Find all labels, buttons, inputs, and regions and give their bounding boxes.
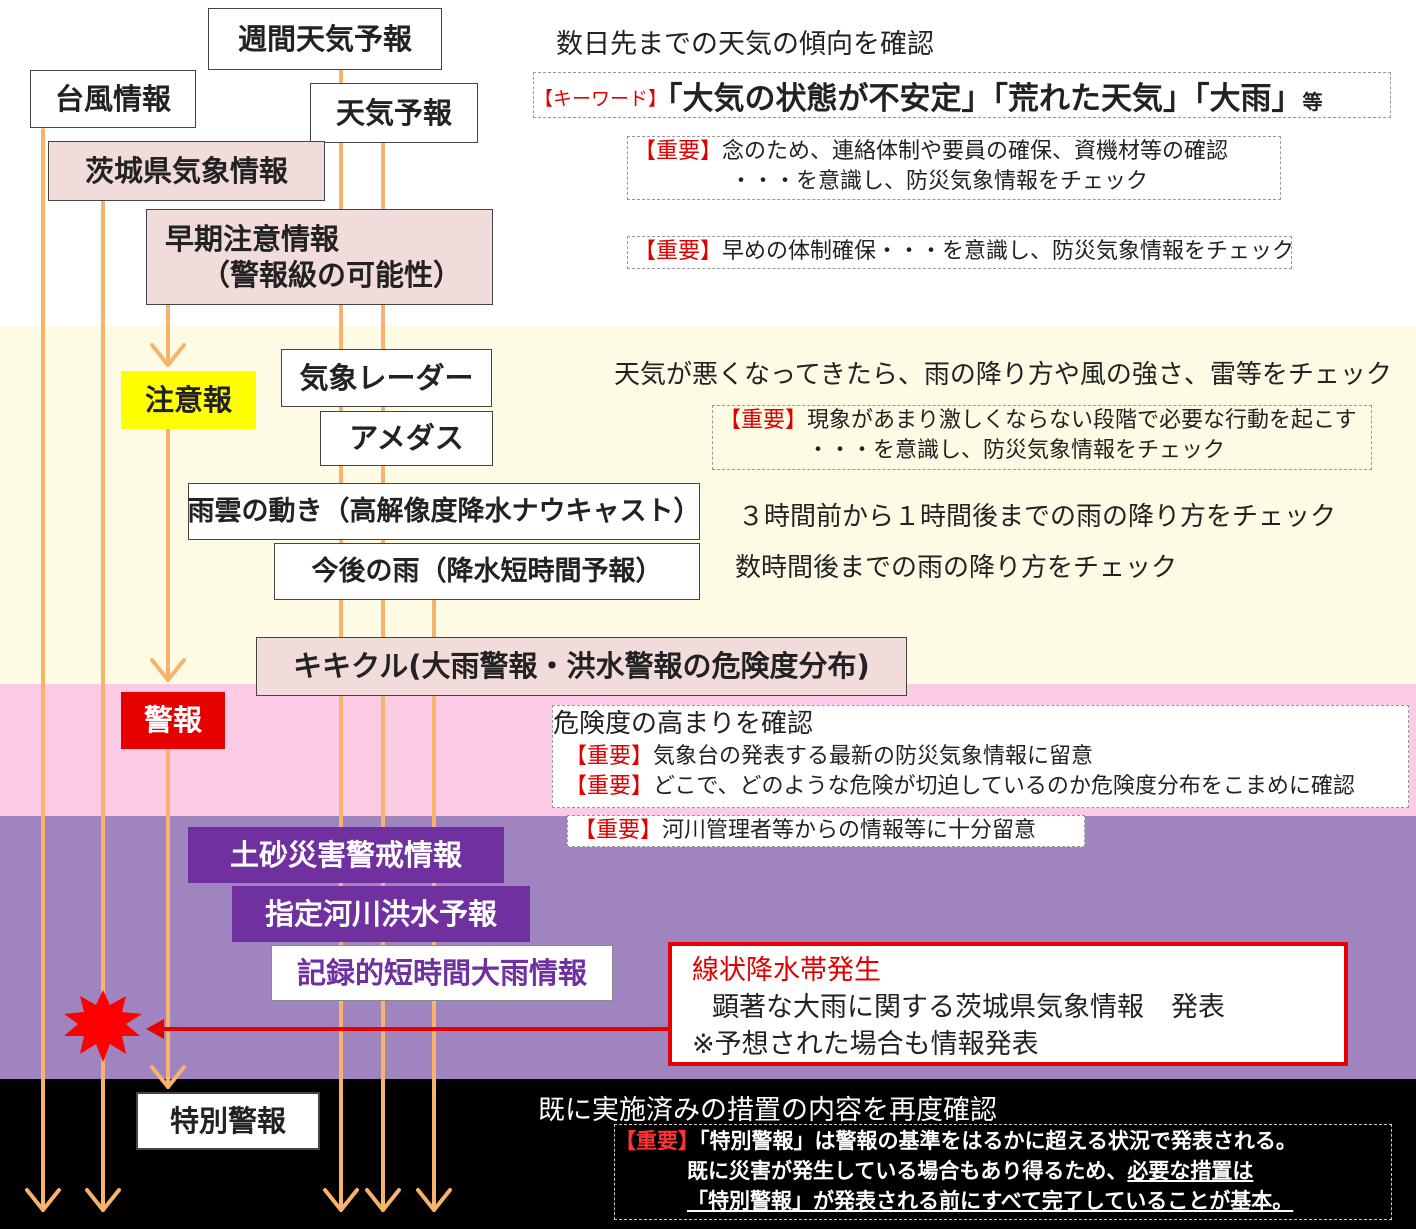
arrow-head-2 [85,1188,121,1212]
prefecture-weather-info-box: 茨城県気象情報 [48,141,325,201]
danger-check-panel: 危険度の高まりを確認 【重要】気象台の発表する最新の防災気象情報に留意 【重要】… [552,705,1409,808]
advisory-level-label: 注意報 [121,371,256,429]
short-range-forecast-box: 今後の雨（降水短時間予報） [274,543,700,600]
important-tag: 【重要】 [634,239,723,264]
weather-forecast-box: 天気予報 [310,83,478,143]
warning-level-label: 警報 [121,692,225,749]
special-note-line1: 「特別警報」は警報の基準をはるかに超える状況で発表される。 [699,1129,1297,1153]
arrow-head-3 [323,1188,359,1212]
weekly-forecast-description: 数日先までの天気の傾向を確認 [556,29,934,60]
important-note-3-line2: ・・・を意識し、防災気象情報をチェック [807,438,1226,463]
emergency-warning-level-label: 特別警報 [136,1092,320,1150]
important-tag: 【重要】 [565,744,654,769]
keyword-tag: 【キーワード】 [534,88,668,110]
special-note-line2a: 既に災害が発生している場合もあり得るため、 [687,1159,1128,1183]
important-note-1: 【重要】念のため、連絡体制や要員の確保、資機材等の確認 ・・・を意識し、防災気象… [627,136,1281,200]
early-warning-title: 早期注意情報 [165,221,340,256]
important-note-2: 【重要】早めの体制確保・・・を意識し、防災気象情報をチェック [627,236,1295,269]
linear-rainband-note: ※予想された場合も情報発表 [692,1029,1039,1060]
linear-band-arrow-head [146,1019,164,1039]
important-note-6-text: 河川管理者等からの情報等に十分留意 [662,818,1037,843]
important-note-4-text: 気象台の発表する最新の防災気象情報に留意 [653,744,1094,769]
important-tag: 【重要】 [574,818,663,843]
important-note-3: 【重要】現象があまり激しくならない段階で必要な行動を起こす ・・・を意識し、防災… [712,405,1372,470]
arrow-head-4 [365,1188,401,1212]
arrow-warning-head [150,658,186,682]
linear-rainband-box: 線状降水帯発生 顕著な大雨に関する茨城県気象情報 発表 ※予想された場合も情報発… [668,942,1348,1066]
typhoon-info-box: 台風情報 [30,70,196,128]
keyword-banner: 【キーワード】「大気の状態が不安定」「荒れた天気」「大雨」等 [533,72,1391,118]
disaster-burst-icon [64,990,142,1062]
nowcast-box: 雨雲の動き（高解像度降水ナウキャスト） [188,483,701,540]
early-warning-info-box: 早期注意情報 （警報級の可能性） [146,209,493,305]
arrow-advisory-head [150,343,186,367]
special-warning-note: 【重要】「特別警報」は警報の基準をはるかに超える状況で発表される。 既に災害が発… [614,1124,1392,1220]
short-range-description: 数時間後までの雨の降り方をチェック [735,553,1178,583]
important-note-5-text: どこで、どのような危険が切迫しているのか危険度分布をこまめに確認 [653,774,1355,799]
important-note-1-line2: ・・・を意識し、防災気象情報をチェック [730,169,1149,194]
linear-rainband-title: 線状降水帯発生 [692,955,881,986]
record-rain-info-box: 記録的短時間大雨情報 [271,945,613,1001]
important-note-2-text: 早めの体制確保・・・を意識し、防災気象情報をチェック [722,239,1295,264]
danger-check-title: 危険度の高まりを確認 [553,709,814,739]
important-tag: 【重要】 [565,774,654,799]
river-flood-forecast-box: 指定河川洪水予報 [232,886,530,942]
landslide-warning-box: 土砂災害警戒情報 [188,827,504,883]
important-note-6: 【重要】河川管理者等からの情報等に十分留意 [567,815,1085,847]
amedas-box: アメダス [320,411,493,466]
nowcast-description: ３時間前から１時間後までの雨の降り方をチェック [738,502,1337,532]
special-note-line3: 「特別警報」が発表される前にすべて完了していることが基本。 [687,1189,1294,1213]
important-tag: 【重要】 [615,1129,699,1153]
weather-radar-box: 気象レーダー [281,349,492,407]
reconfirm-description: 既に実施済みの措置の内容を再度確認 [538,1095,997,1126]
arrow-head-5 [416,1188,452,1212]
early-warning-subtitle: （警報級の可能性） [201,258,463,292]
important-note-1-line1: 念のため、連絡体制や要員の確保、資機材等の確認 [722,139,1229,164]
important-tag: 【重要】 [719,408,808,433]
important-note-3-line1: 現象があまり激しくならない段階で必要な行動を起こす [807,408,1357,433]
keyword-text: 「大気の状態が不安定」「荒れた天気」「大雨」 [667,81,1303,117]
special-note-line2b: 必要な措置は [1127,1159,1254,1183]
keyword-suffix: 等 [1302,90,1323,114]
linear-rainband-notice: 顕著な大雨に関する茨城県気象情報 発表 [712,992,1225,1023]
arrow-emergency-head [150,1065,186,1089]
arrow-head-1 [25,1188,61,1212]
bad-weather-description: 天気が悪くなってきたら、雨の降り方や風の強さ、雷等をチェック [614,360,1392,390]
important-tag: 【重要】 [634,139,723,164]
kikikuru-box: キキクル(大雨警報・洪水警報の危険度分布) [256,637,907,696]
weekly-forecast-box: 週間天気予報 [208,8,442,70]
